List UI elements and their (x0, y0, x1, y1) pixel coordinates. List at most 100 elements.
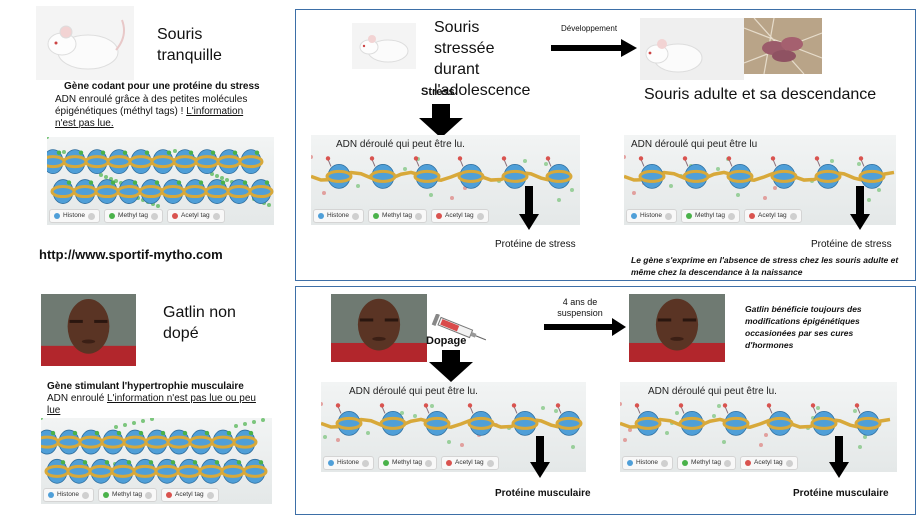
gatlin-desc-underlined: L'information n'est pas lue ou peu lue (47, 393, 256, 416)
unrolled-dna-drawing (624, 155, 895, 202)
info-icon[interactable] (476, 212, 484, 220)
info-icon[interactable] (151, 212, 159, 220)
info-icon[interactable] (145, 491, 153, 499)
acetyl-tag-legend[interactable]: Acetyl tag (167, 209, 225, 223)
coiled-dna-drawing (41, 418, 268, 484)
histone-legend[interactable]: Histone (626, 209, 678, 223)
acetyl-tag-legend[interactable]: Acetyl tag (744, 209, 802, 223)
info-icon[interactable] (785, 459, 793, 467)
unrolled-dna-drawing (311, 155, 574, 202)
calm-mouse-photo (36, 6, 134, 80)
methyl-dot-icon (103, 492, 110, 498)
info-icon[interactable] (352, 212, 360, 220)
dna-caption-stress-right: ADN déroulé qui peut être lu (631, 139, 758, 150)
methyl-dot-icon (383, 460, 390, 466)
info-icon[interactable] (728, 212, 736, 220)
stress-conclusion: Le gène s'exprime en l'absence de stress… (631, 255, 899, 277)
calm-mouse-gene-heading: Gène codant pour une protéine du stress (64, 81, 260, 92)
histone-legend[interactable]: Histone (313, 209, 365, 223)
histone-legend[interactable]: Histone (323, 456, 375, 470)
info-icon[interactable] (486, 459, 494, 467)
methyl-dot-icon (373, 213, 380, 219)
legend-label: Histone (327, 212, 350, 219)
methyl-tag-legend[interactable]: Methyl tag (368, 209, 428, 223)
histone-dot-icon (318, 213, 324, 219)
dopage-label: Dopage (426, 335, 467, 347)
coiled-dna-drawing (47, 137, 274, 208)
adult-offspring-label: Souris adulte et sa descendance (644, 86, 877, 103)
suspension-label: 4 ans de suspension (557, 297, 603, 318)
legend-label: Acetyl tag (175, 491, 204, 498)
calm-mouse-title: Souris tranquille (157, 26, 222, 64)
legend-label: Acetyl tag (754, 459, 783, 466)
dna-legend: Histone Methyl tag Acetyl tag (49, 209, 225, 223)
protein-arrow-doping-right (829, 436, 849, 478)
gatlin-desc-text: ADN enroulé (47, 393, 108, 404)
methyl-tag-legend[interactable]: Methyl tag (378, 456, 438, 470)
protein-arrow-stress-left (519, 186, 539, 230)
acetyl-tag-legend[interactable]: Acetyl tag (441, 456, 499, 470)
histone-legend[interactable]: Histone (622, 456, 674, 470)
info-icon[interactable] (88, 212, 96, 220)
acetyl-tag-legend[interactable]: Acetyl tag (431, 209, 489, 223)
gatlin-clean-title: Gatlin non dopé (163, 304, 236, 342)
dna-caption-doping-right: ADN déroulé qui peut être lu. (648, 386, 777, 397)
histone-legend[interactable]: Histone (43, 488, 95, 502)
histone-dot-icon (631, 213, 637, 219)
syringe-icon (431, 314, 487, 341)
histone-dot-icon (48, 492, 54, 498)
methyl-tag-legend[interactable]: Methyl tag (104, 209, 164, 223)
gatlin-gene-heading: Gène stimulant l'hypertrophie musculaire (47, 381, 244, 392)
gatlin-clean-photo (41, 294, 136, 366)
info-icon[interactable] (661, 459, 669, 467)
acetyl-tag-legend[interactable]: Acetyl tag (740, 456, 798, 470)
info-icon[interactable] (665, 212, 673, 220)
adult-mouse-photo (640, 18, 744, 80)
info-icon[interactable] (415, 212, 423, 220)
legend-label: Histone (63, 212, 86, 219)
legend-label: Histone (57, 491, 80, 498)
legend-label: Methyl tag (695, 212, 726, 219)
protein-label-stress-right: Protéine de stress (811, 239, 892, 250)
acetyl-dot-icon (749, 213, 756, 219)
methyl-dot-icon (109, 213, 116, 219)
acetyl-dot-icon (166, 492, 173, 498)
protein-arrow-stress-right (850, 186, 870, 230)
legend-label: Methyl tag (691, 459, 722, 466)
gatlin-after-photo (629, 294, 725, 362)
info-icon[interactable] (82, 491, 90, 499)
acetyl-tag-legend[interactable]: Acetyl tag (161, 488, 219, 502)
methyl-tag-legend[interactable]: Methyl tag (98, 488, 158, 502)
legend-label: Methyl tag (118, 212, 149, 219)
info-icon[interactable] (724, 459, 732, 467)
info-icon[interactable] (212, 212, 220, 220)
development-arrow (551, 39, 637, 57)
dna-legend: Histone Methyl tag Acetyl tag (43, 488, 219, 502)
info-icon[interactable] (206, 491, 214, 499)
acetyl-dot-icon (446, 460, 453, 466)
histone-dot-icon (627, 460, 633, 466)
info-icon[interactable] (362, 459, 370, 467)
info-icon[interactable] (789, 212, 797, 220)
source-url: http://www.sportif-mytho.com (39, 247, 223, 262)
methyl-tag-legend[interactable]: Methyl tag (681, 209, 741, 223)
offspring-photo (744, 18, 822, 74)
protein-label-stress-left: Protéine de stress (495, 239, 576, 250)
calm-mouse-desc-text: ADN enroulé grâce à des petites molécule… (55, 94, 248, 117)
info-icon[interactable] (425, 459, 433, 467)
protein-label-doping-left: Protéine musculaire (495, 488, 591, 499)
protein-label-doping-right: Protéine musculaire (793, 488, 889, 499)
methyl-tag-legend[interactable]: Methyl tag (677, 456, 737, 470)
dna-coiled-gatlin: Histone Methyl tag Acetyl tag (41, 418, 272, 504)
dna-caption-doping-left: ADN déroulé qui peut être lu. (349, 386, 478, 397)
legend-label: Methyl tag (112, 491, 143, 498)
acetyl-dot-icon (436, 213, 443, 219)
methyl-dot-icon (682, 460, 689, 466)
dna-coiled-calm: Histone Methyl tag Acetyl tag (47, 137, 274, 225)
gatlin-description: ADN enroulé L'information n'est pas lue … (47, 393, 257, 417)
protein-arrow-doping-left (530, 436, 550, 478)
histone-legend[interactable]: Histone (49, 209, 101, 223)
legend-label: Histone (640, 212, 663, 219)
suspension-arrow (544, 318, 626, 336)
